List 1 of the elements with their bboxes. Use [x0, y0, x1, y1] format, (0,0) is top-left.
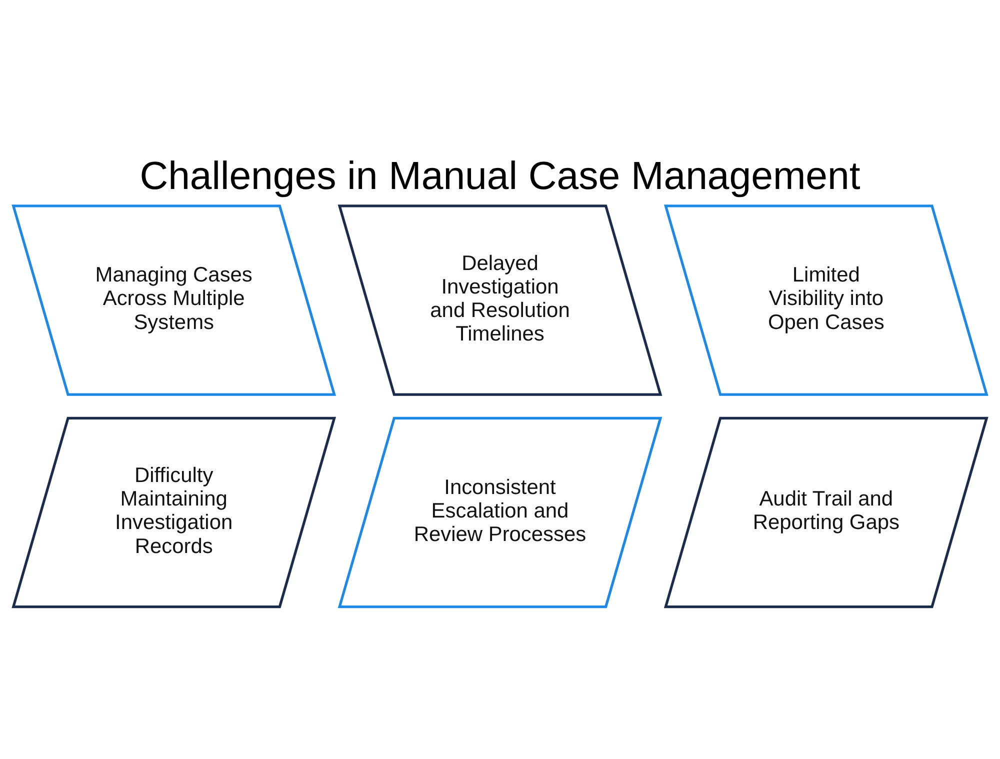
diagram-title: Challenges in Manual Case Management: [140, 154, 860, 198]
